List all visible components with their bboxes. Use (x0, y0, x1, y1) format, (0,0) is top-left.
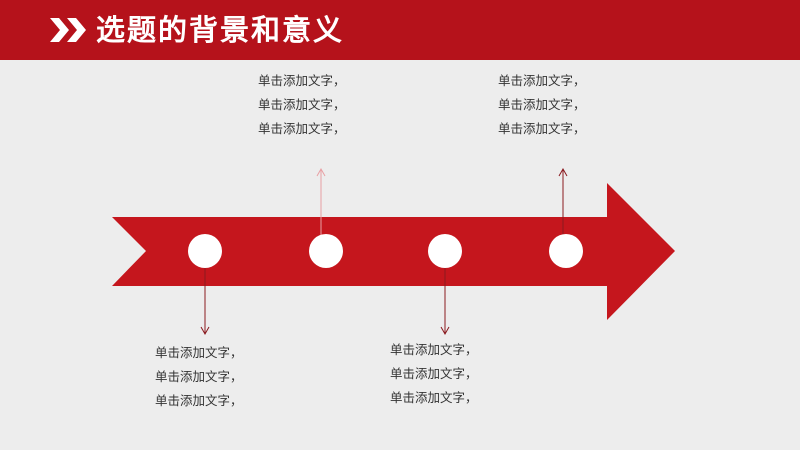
timeline-arrow (112, 183, 675, 320)
timeline-node-4 (549, 234, 583, 268)
text-line: 单击添加文字， (258, 121, 346, 136)
page-title: 选题的背景和意义 (96, 13, 345, 47)
text-line: 单击添加文字， (390, 342, 478, 357)
timeline-node-2 (309, 234, 343, 268)
text-line: 单击添加文字， (390, 366, 478, 381)
title-bar: 选题的背景和意义 (0, 0, 800, 60)
text-block-top-2: 单击添加文字， 单击添加文字， 单击添加文字， (258, 69, 398, 141)
text-line: 单击添加文字， (498, 73, 586, 88)
text-line: 单击添加文字， (390, 390, 478, 405)
text-line: 单击添加文字， (258, 73, 346, 88)
timeline-node-1 (188, 234, 222, 268)
text-line: 单击添加文字， (258, 97, 346, 112)
text-block-bottom-1: 单击添加文字， 单击添加文字， 单击添加文字， (155, 341, 295, 413)
text-line: 单击添加文字， (155, 345, 243, 360)
timeline-node-3 (428, 234, 462, 268)
text-line: 单击添加文字， (155, 393, 243, 408)
text-block-top-4: 单击添加文字， 单击添加文字， 单击添加文字， (498, 69, 638, 141)
text-line: 单击添加文字， (498, 121, 586, 136)
text-line: 单击添加文字， (155, 369, 243, 384)
text-block-bottom-3: 单击添加文字， 单击添加文字， 单击添加文字， (390, 338, 530, 410)
text-line: 单击添加文字， (498, 97, 586, 112)
double-chevron-right-icon (50, 18, 86, 42)
